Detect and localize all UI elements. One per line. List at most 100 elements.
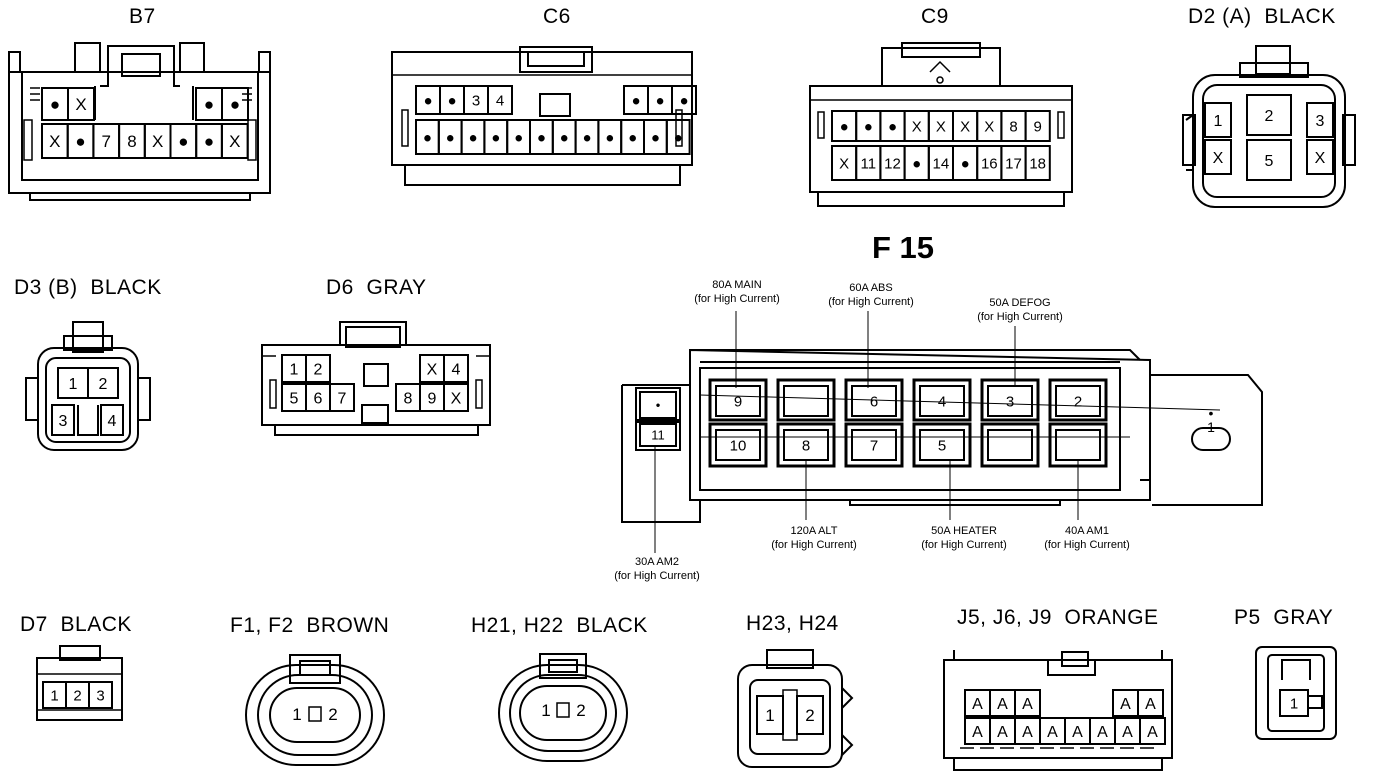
fuse-slot — [980, 422, 1040, 468]
pin-cell: ● — [647, 85, 673, 115]
side-terminal-dot: • — [1209, 405, 1214, 421]
pin-cell: 8 — [1000, 110, 1027, 142]
connector-title-c9: C9 — [921, 5, 949, 28]
pin-label: X — [152, 132, 163, 151]
pin-label: ● — [446, 129, 455, 146]
pin-label: ● — [631, 92, 640, 109]
fuse-label-80a-main: 80A MAIN(for High Current) — [694, 279, 780, 305]
pin-label: 10 — [730, 437, 747, 454]
fuse-terminal: 10 — [715, 429, 761, 461]
pin-cell: X — [976, 110, 1003, 142]
pin-cell: 7 — [329, 383, 355, 412]
pin-label: ● — [423, 129, 432, 146]
pin-cell: ● — [620, 119, 646, 155]
pin-label: 4 — [938, 393, 946, 410]
pin-label: 2 — [1074, 393, 1082, 410]
small-fuse-slot — [635, 419, 681, 451]
pin-cell: 1 — [292, 705, 301, 724]
pin-cell: 1 — [57, 367, 89, 399]
connector-c6 — [391, 46, 693, 186]
pin-cell: ● — [665, 119, 691, 155]
pin-cell: X — [220, 123, 249, 159]
fuse-terminal — [987, 429, 1033, 461]
connector-d2 — [1182, 45, 1356, 208]
connector-c9 — [809, 42, 1073, 207]
pin-label: 3 — [472, 92, 480, 109]
pin-label: 2 — [805, 706, 814, 725]
pin-label: 11 — [861, 155, 877, 172]
pin-label: 9 — [428, 390, 437, 407]
pin-label: 4 — [108, 413, 117, 430]
connector-h21 — [498, 653, 628, 762]
pin-label: 4 — [496, 92, 504, 109]
pin-label: X — [936, 118, 946, 135]
pin-cell: 2 — [576, 701, 585, 720]
small-fuse-slot — [635, 387, 681, 423]
pin-cell: X — [831, 145, 858, 181]
pin-cell: 5 — [281, 383, 307, 412]
pin-label: X — [912, 118, 922, 135]
pin-cell: X — [1306, 139, 1334, 175]
pin-label: X — [1315, 150, 1326, 167]
pin-cell: 3 — [88, 681, 113, 709]
small-fuse-terminal: • — [639, 391, 677, 419]
fuse-terminal: 8 — [783, 429, 829, 461]
pin-label: A — [1022, 696, 1033, 713]
pin-label: X — [49, 132, 60, 151]
pin-cell: 4 — [443, 354, 469, 383]
pin-label: ● — [447, 92, 456, 109]
pin-label: 3 — [59, 413, 68, 430]
pin-label: 1 — [765, 706, 774, 725]
pin-label: ● — [491, 129, 500, 146]
pin-label: A — [1072, 724, 1083, 741]
pin-cell: 2 — [796, 695, 824, 735]
pin-label: 9 — [734, 393, 742, 410]
fuse-terminal: 2 — [1055, 385, 1101, 417]
pin-cell: X — [41, 123, 69, 159]
pin-label: 8 — [404, 390, 413, 407]
connector-title-h23: H23, H24 — [746, 612, 839, 635]
pin-key — [782, 689, 798, 741]
pin-label: 18 — [1029, 155, 1046, 172]
pin-label: A — [997, 724, 1008, 741]
fuse-label-50a-defog: 50A DEFOG(for High Current) — [977, 297, 1063, 323]
pin-label: ● — [840, 118, 849, 135]
fuse-terminal: 7 — [851, 429, 897, 461]
pin-cell: A — [1139, 717, 1166, 745]
pin-cell: 2 — [328, 705, 337, 724]
fuse-slot — [844, 422, 904, 468]
fuse-terminal: 3 — [987, 385, 1033, 417]
pin-label: X — [229, 132, 240, 151]
pin-label: ● — [75, 132, 85, 151]
pin-cell: X — [143, 123, 172, 159]
connector-title-p5: P5 GRAY — [1234, 606, 1334, 629]
pin-cell: 4 — [100, 404, 124, 436]
pin-cell: ● — [551, 119, 577, 155]
pin-label: ● — [679, 92, 688, 109]
pin-cell: ● — [952, 145, 979, 181]
pin-cell: 1 — [281, 354, 307, 383]
pin-label: 2 — [328, 705, 337, 724]
pin-label: 2 — [314, 361, 323, 378]
pin-cell: X — [952, 110, 979, 142]
fuse-block-title: F 15 — [872, 230, 935, 265]
pin-label: ● — [423, 92, 432, 109]
pin-cell: ● — [415, 119, 440, 155]
fuse-label-120a-alt: 120A ALT(for High Current) — [771, 525, 857, 551]
pin-label: 17 — [1005, 155, 1022, 172]
pin-label: 5 — [938, 437, 946, 454]
pin-label: • — [1209, 405, 1214, 421]
small-fuse-terminal: 11 — [639, 423, 677, 447]
pin-cell: ● — [169, 123, 198, 159]
connector-d6 — [261, 321, 491, 436]
pin-cell: A — [1089, 717, 1116, 745]
pin-cell: ● — [597, 119, 623, 155]
pin-cell: 1 — [1204, 102, 1232, 138]
pin-label: X — [451, 390, 462, 407]
connector-title-j5: J5, J6, J9 ORANGE — [957, 606, 1159, 629]
pin-cell: ● — [221, 87, 249, 121]
pin-label: ● — [864, 118, 873, 135]
fuse-terminal: 6 — [851, 385, 897, 417]
pin-key — [556, 702, 570, 718]
